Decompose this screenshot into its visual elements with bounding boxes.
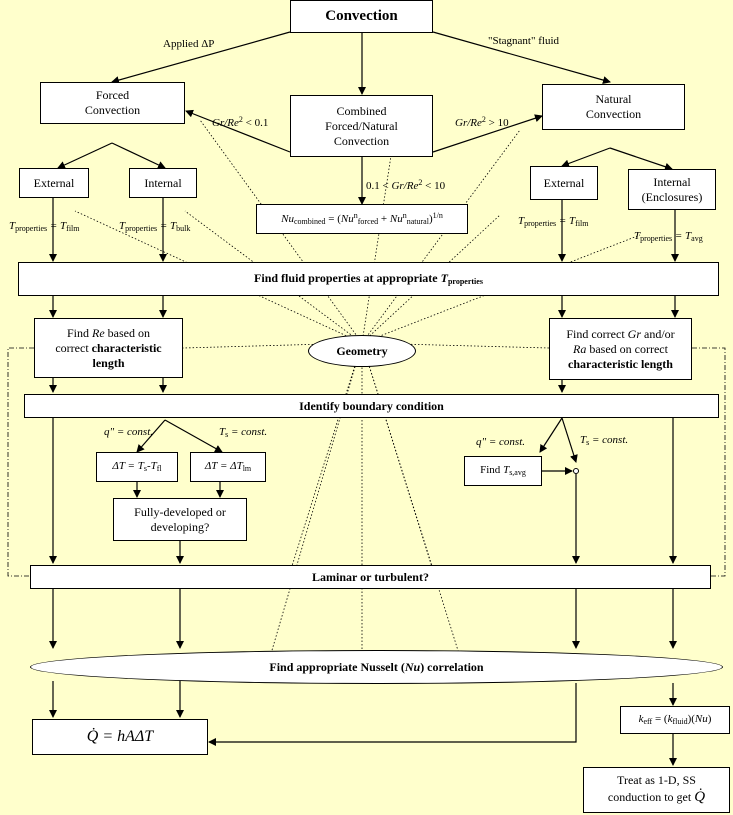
ts-const-left-label: Ts = const.: [219, 426, 268, 439]
t-film-right-label: Tproperties = Tfilm: [518, 215, 589, 228]
treat-as-conduction-node: Treat as 1-D, SS conduction to get Q̇: [583, 767, 730, 813]
ts-const-right-label: Ts = const.: [580, 434, 629, 447]
q-const-left-label: q" = const.: [104, 426, 154, 438]
gr-re-low-label: Gr/Re2 < 0.1: [212, 115, 269, 129]
t-film-left-label: Tproperties = Tfilm: [9, 220, 80, 233]
delta-t-lm-node: ΔT = ΔTlm: [190, 452, 266, 482]
t-bulk-label: Tproperties = Tbulk: [119, 220, 191, 233]
heat-rate-equation-node: Q̇ = hAΔT: [32, 719, 208, 755]
find-nusselt-correlation-node: Find appropriate Nusselt (Nu) correlatio…: [30, 650, 723, 684]
k-eff-node: keff = (kfluid)(Nu): [620, 706, 730, 734]
convection-node: Convection: [290, 0, 433, 33]
gr-re-mid-label: 0.1 < Gr/Re2 < 10: [366, 178, 446, 192]
applied-dp-label: Applied ΔP: [163, 38, 215, 50]
nu-combined-equation: Nucombined = (Nunforced + Nunnatural)1/n: [256, 204, 468, 234]
gr-re-high-label: Gr/Re2 > 10: [455, 115, 509, 129]
find-fluid-properties-bar: Find fluid properties at appropriate Tpr…: [18, 262, 719, 296]
internal-left-node: Internal: [129, 168, 197, 198]
t-avg-label: Tproperties = Tavg: [634, 230, 703, 243]
internal-enclosures-node: Internal(Enclosures): [628, 169, 716, 210]
external-left-node: External: [19, 168, 89, 198]
delta-t-fluid-node: ΔT = Ts-Tfl: [96, 452, 178, 482]
identify-boundary-condition-bar: Identify boundary condition: [24, 394, 719, 418]
external-right-node: External: [530, 166, 598, 200]
q-const-right-label: q" = const.: [476, 436, 526, 448]
find-ts-avg-node: Find Ts,avg: [464, 456, 542, 486]
laminar-turbulent-bar: Laminar or turbulent?: [30, 565, 711, 589]
find-gr-ra-node: Find correct Gr and/or Ra based on corre…: [549, 318, 692, 380]
geometry-node: Geometry: [308, 335, 416, 367]
stagnant-fluid-label: "Stagnant" fluid: [488, 35, 560, 47]
find-re-node: Find Re based on correct characteristic …: [34, 318, 183, 378]
